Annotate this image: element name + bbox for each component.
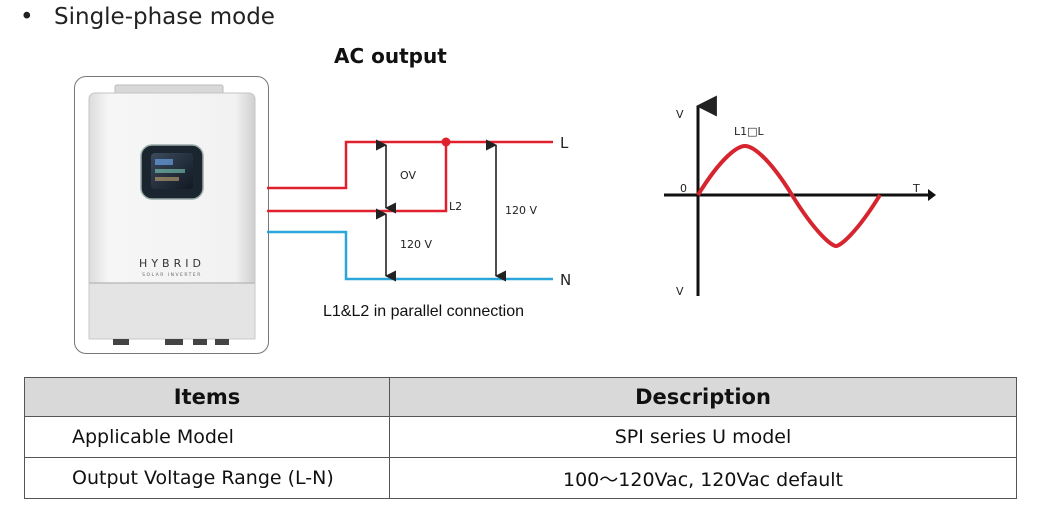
t-label: T xyxy=(912,182,920,195)
spec-table: Items Description Applicable Model SPI s… xyxy=(24,377,1017,499)
inverter-subtitle: SOLAR INVERTER xyxy=(142,272,202,278)
n-terminal-label: N xyxy=(560,271,571,289)
table-row: Output Voltage Range (L-N) 100～120Vac, 1… xyxy=(24,457,1017,499)
description-cell: SPI series U model xyxy=(389,416,1017,458)
mode-heading-text: Single-phase mode xyxy=(54,4,275,30)
v-bottom-label: V xyxy=(676,285,684,298)
l-terminal-label: L xyxy=(560,134,569,152)
sine-wave xyxy=(696,143,882,249)
l2-label: L2 xyxy=(449,200,462,213)
diagram-title: AC output xyxy=(334,44,447,68)
right-120v-label: 120 V xyxy=(505,204,537,217)
neutral-wire xyxy=(267,230,553,281)
mode-heading: • Single-phase mode xyxy=(20,4,275,30)
live-wire-L2 xyxy=(267,142,448,213)
sine-waveform-chart: V V 0 T L1□L xyxy=(664,95,936,298)
item-cell: Applicable Model xyxy=(24,416,390,458)
junction-dot xyxy=(441,137,451,147)
ac-output-diagram: OV L2 120 V 120 V L N L1&L2 in parallel … xyxy=(267,95,936,320)
item-cell: Output Voltage Range (L-N) xyxy=(24,457,390,499)
parallel-caption: L1&L2 in parallel connection xyxy=(323,303,524,320)
left-120v-label: 120 V xyxy=(400,238,432,251)
t-axis-arrow-icon xyxy=(928,189,936,201)
v-top-label: V xyxy=(676,108,684,121)
items-header: Items xyxy=(24,377,390,417)
description-cell: 100～120Vac, 120Vac default xyxy=(389,457,1017,499)
inverter-brand: HYBRID xyxy=(139,257,205,270)
bullet-icon: • xyxy=(20,4,34,30)
ov-label: OV xyxy=(400,169,416,182)
description-header: Description xyxy=(389,377,1017,417)
wave-label: L1□L xyxy=(734,125,765,138)
table-header-row: Items Description xyxy=(24,377,1017,417)
inverter-illustration: HYBRID SOLAR INVERTER xyxy=(88,84,256,345)
inverter-image: HYBRID SOLAR INVERTER xyxy=(74,76,269,354)
table-row: Applicable Model SPI series U model xyxy=(24,416,1017,458)
origin-label: 0 xyxy=(680,182,687,195)
